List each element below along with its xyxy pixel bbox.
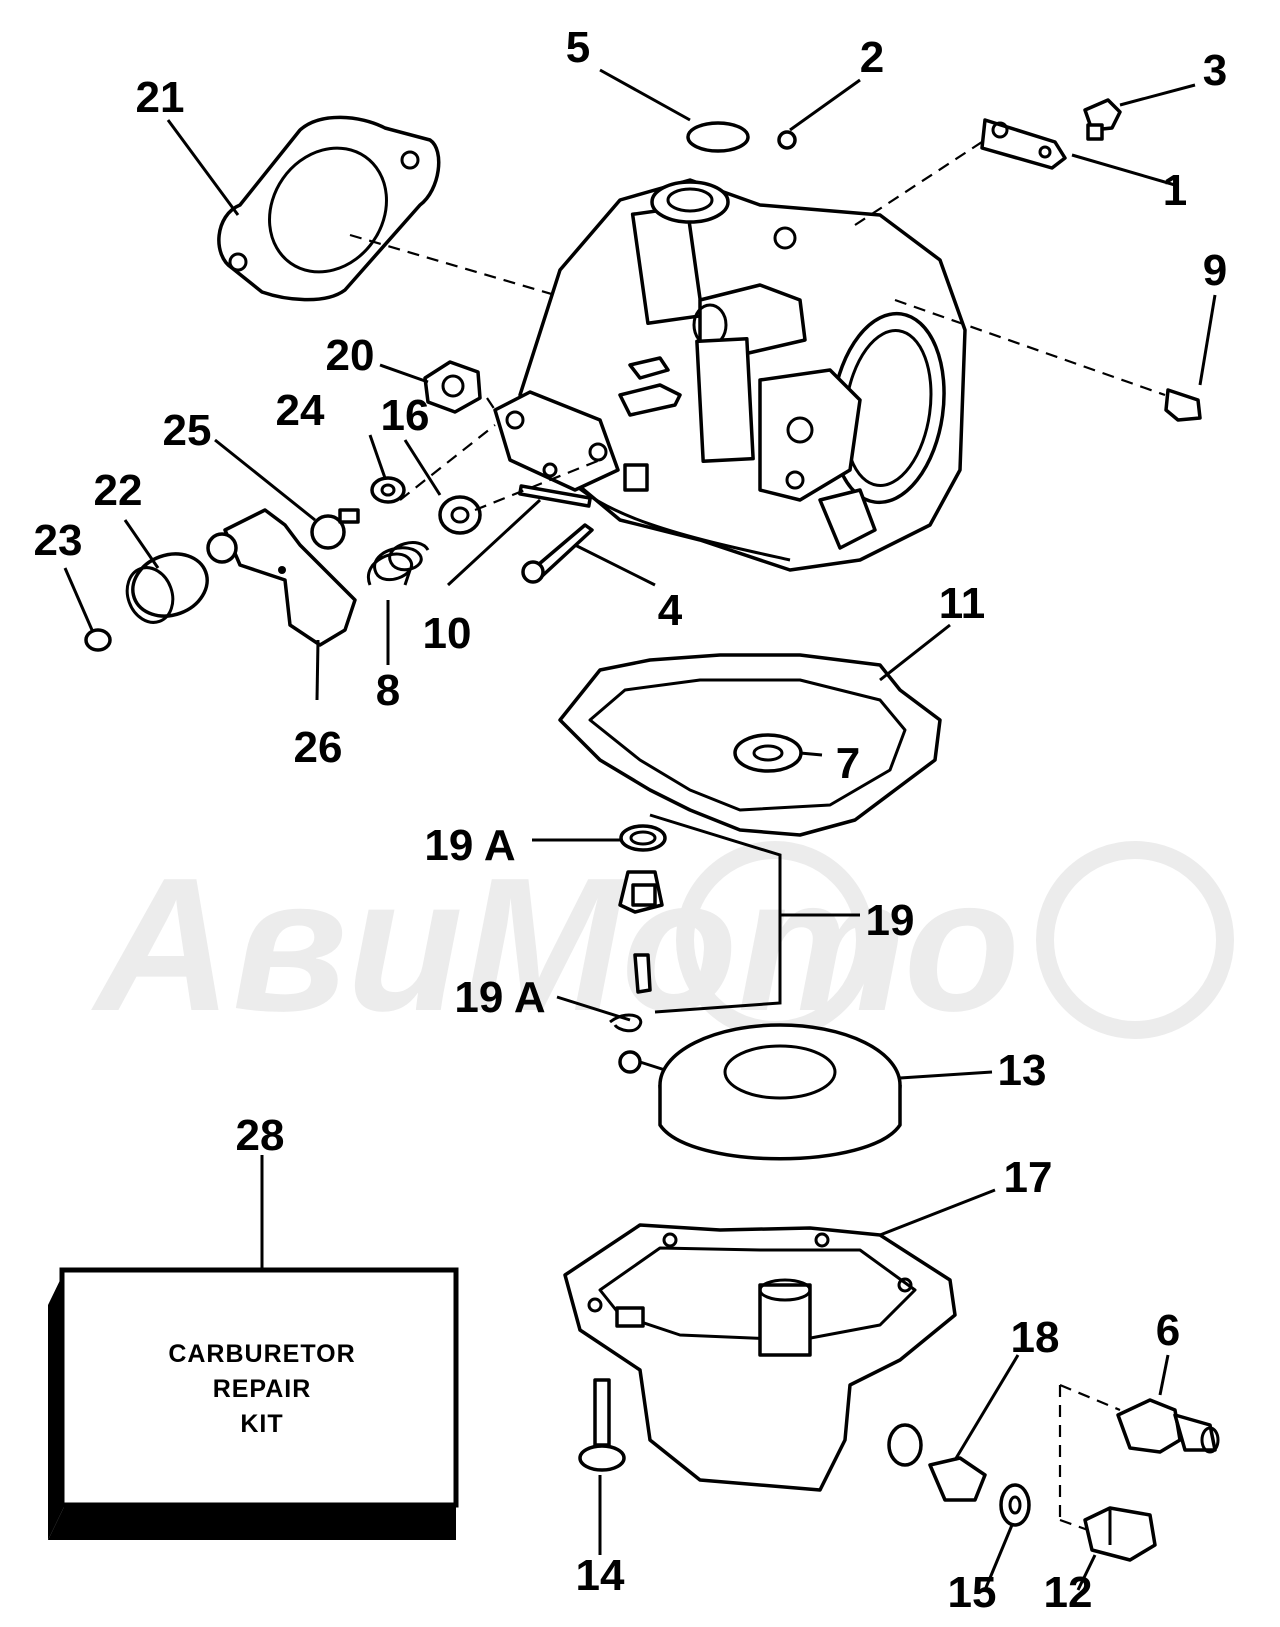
part-23-roller bbox=[125, 552, 209, 624]
part-5-welch-plug bbox=[686, 121, 750, 153]
part-12-drain-plug bbox=[1083, 1506, 1157, 1562]
carburetor-body bbox=[518, 178, 967, 572]
part-19a-clip bbox=[609, 1013, 643, 1033]
callout-10: 10 bbox=[423, 609, 472, 658]
part-9-plug-screw bbox=[1164, 388, 1202, 422]
callout-1: 1 bbox=[1163, 166, 1187, 215]
callout-16: 16 bbox=[381, 391, 430, 440]
callout-18: 18 bbox=[1011, 1313, 1060, 1362]
part-13-float bbox=[618, 1023, 902, 1161]
callout-28: 28 bbox=[236, 1111, 285, 1160]
part-17-float-bowl bbox=[563, 1223, 957, 1492]
part-6-fitting bbox=[1116, 1398, 1220, 1454]
part-2-ball bbox=[777, 130, 797, 150]
part-27-throttle-lever bbox=[206, 508, 357, 647]
part-24-ring bbox=[84, 628, 112, 652]
callout-20: 19 A bbox=[424, 821, 515, 870]
part-20-gasket-ring bbox=[619, 824, 667, 852]
part-3-screw bbox=[1083, 98, 1122, 141]
repair-kit-line1: CARBURETOR bbox=[168, 1340, 355, 1368]
callout-22: 21 bbox=[136, 73, 185, 122]
watermark-wheel-icon bbox=[1036, 841, 1234, 1039]
callout-9: 9 bbox=[1203, 246, 1227, 295]
callout-17: 17 bbox=[1004, 1153, 1053, 1202]
callout-2: 2 bbox=[860, 33, 884, 82]
repair-kit-line2: REPAIR bbox=[213, 1375, 312, 1403]
callout-14: 14 bbox=[576, 1551, 625, 1600]
callout-25: 24 bbox=[276, 386, 325, 435]
part-8-spring bbox=[366, 541, 430, 586]
callout-27: 26 bbox=[294, 723, 343, 772]
part-14-screw bbox=[578, 1378, 626, 1472]
callout-11: 11 bbox=[939, 579, 986, 628]
part-28-repair-kit-box: CARBURETOR REPAIR KIT bbox=[48, 1267, 459, 1540]
part-22-flange-gasket bbox=[217, 115, 441, 302]
part-16-washer bbox=[438, 495, 482, 535]
callout-24: 23 bbox=[34, 516, 83, 565]
part-25-washer bbox=[370, 476, 406, 504]
part-26-screw bbox=[310, 508, 360, 550]
part-15-washer bbox=[999, 1483, 1031, 1527]
part-19-needle-seat bbox=[618, 870, 664, 994]
watermark: АвиМото bbox=[91, 839, 1234, 1051]
part-7-washer bbox=[733, 733, 803, 773]
callout-6: 6 bbox=[1156, 1306, 1180, 1355]
callout-13: 13 bbox=[998, 1046, 1047, 1095]
callout-4: 4 bbox=[658, 586, 683, 635]
callout-5: 5 bbox=[566, 23, 590, 72]
watermark-text: АвиМото bbox=[91, 839, 1020, 1051]
leader-lines bbox=[63, 68, 1217, 1591]
callout-26: 25 bbox=[163, 406, 212, 455]
callout-19a: 19 A bbox=[454, 973, 545, 1022]
callout-8: 8 bbox=[376, 666, 400, 715]
part-18-jet bbox=[928, 1456, 987, 1502]
callout-labels: 5 2 3 1 9 21 20 24 16 25 22 23 4 10 8 26… bbox=[34, 23, 1228, 1617]
callout-21: 20 bbox=[326, 331, 375, 380]
callout-23: 22 bbox=[94, 466, 143, 515]
part-10-pin bbox=[518, 484, 592, 508]
part-4-screw bbox=[521, 523, 594, 584]
part-21-nut bbox=[423, 360, 482, 414]
repair-kit-line3: KIT bbox=[240, 1410, 283, 1438]
callout-3: 3 bbox=[1203, 46, 1227, 95]
callout-19: 19 bbox=[866, 896, 915, 945]
part-1-lever-plate bbox=[980, 118, 1067, 170]
callout-12: 12 bbox=[1044, 1568, 1093, 1617]
callout-7: 7 bbox=[836, 739, 860, 788]
callout-15: 15 bbox=[948, 1568, 997, 1617]
alignment-lines bbox=[349, 139, 1166, 1532]
